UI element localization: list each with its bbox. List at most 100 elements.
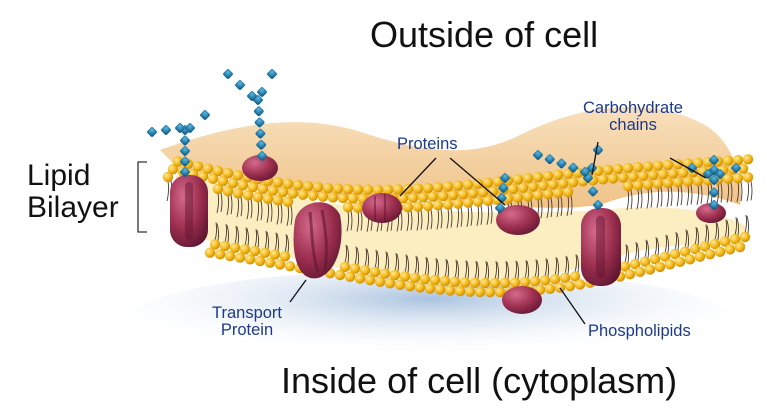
phospholipid-head-icon <box>212 165 224 177</box>
fatty-acid-tail <box>226 224 230 243</box>
fatty-acid-tail <box>470 206 473 226</box>
phospholipid-head-icon <box>202 163 214 174</box>
phospholipid-head-icon <box>547 179 559 190</box>
phospholipid-head-icon <box>282 196 294 208</box>
sugar-unit-icon <box>255 128 266 139</box>
fatty-acid-tail <box>656 187 660 208</box>
phospholipid-head-icon <box>722 173 734 184</box>
phospholipid-head-icon <box>449 276 461 287</box>
fatty-acid-tail <box>256 200 260 222</box>
phospholipid-head-icon <box>339 261 351 273</box>
phospholipid-head-icon <box>657 169 669 180</box>
fatty-acid-tail <box>656 238 660 256</box>
fatty-acid-tail <box>736 181 740 203</box>
phospholipid-head-icon <box>427 191 439 202</box>
phospholipid-head-icon <box>662 177 674 189</box>
lipid-bilayer-label-line-2: Bilayer <box>27 190 119 224</box>
fatty-acid-tail <box>264 230 268 249</box>
phospholipid-head-icon <box>369 266 381 278</box>
phospholipid-head-icon <box>392 184 404 195</box>
sugar-unit-icon <box>247 91 257 101</box>
fatty-acid-tail <box>690 185 693 205</box>
fatty-acid-tail <box>576 255 580 273</box>
phospholipid-head-icon <box>434 284 446 295</box>
phospholipid-head-icon <box>404 280 416 292</box>
fatty-acid-tail <box>526 260 530 279</box>
sugar-unit-icon <box>731 163 741 173</box>
fatty-acid-tail <box>634 241 638 261</box>
inside-of-cell-label: Inside of cell (cytoplasm) <box>281 360 678 401</box>
proteins-label: Proteins <box>397 135 458 153</box>
phospholipid-head-icon <box>272 177 284 188</box>
phospholipid-head-icon <box>499 277 511 289</box>
fatty-acid-tail <box>564 255 568 274</box>
phospholipid-head-icon <box>552 187 564 199</box>
carbohydrate-chain-icon <box>495 173 510 213</box>
phospholipid-head-icon <box>719 236 731 247</box>
fatty-acid-tail <box>640 189 643 209</box>
fatty-acid-tail <box>256 229 260 248</box>
phospholipid-head-icon <box>507 183 519 195</box>
phospholipid-head-icon <box>564 280 576 292</box>
phospholipid-head-icon <box>459 277 471 288</box>
phospholipid-head-icon <box>542 188 554 200</box>
fatty-acid-tail <box>494 261 498 280</box>
fatty-acid-tail <box>424 256 428 276</box>
lipid-bilayer-bracket <box>137 161 147 233</box>
sugar-unit-icon <box>544 154 555 165</box>
fatty-acid-tail <box>230 195 233 215</box>
membrane-proteins <box>170 155 726 314</box>
fatty-acid-tail <box>384 251 388 270</box>
sugar-unit-icon <box>180 135 190 146</box>
fatty-acid-tail <box>430 209 433 230</box>
phospholipid-head-icon <box>622 180 634 192</box>
fatty-acid-tail <box>346 211 350 232</box>
fatty-acid-tail <box>684 229 688 248</box>
fatty-acid-tail <box>670 186 673 207</box>
phospholipid-head-icon <box>667 168 679 179</box>
phospholipid-head-icon <box>714 246 726 257</box>
fatty-acid-tail <box>554 257 558 276</box>
fatty-acid-tail <box>524 259 528 279</box>
fatty-acid-tail <box>546 259 550 277</box>
fatty-acid-tail <box>664 234 668 253</box>
sugar-unit-icon <box>587 163 597 173</box>
phospholipid-head-icon <box>307 190 319 201</box>
phospholipid-head-icon <box>512 174 524 185</box>
phospholipid-head-icon <box>559 272 571 284</box>
phospholipid-head-icon <box>642 161 654 172</box>
fatty-acid-tail <box>706 225 710 243</box>
phospholipid-head-icon <box>384 278 396 289</box>
fatty-acid-tail <box>224 224 228 243</box>
phospholipid-head-icon <box>227 177 239 189</box>
leader-lines <box>289 141 707 325</box>
phospholipid-head-icon <box>549 273 561 285</box>
phospholipid-head-icon <box>207 173 219 184</box>
fatty-acid-tail <box>436 209 440 230</box>
fatty-acid-tail <box>436 258 440 277</box>
phospholipid-head-icon <box>249 245 261 257</box>
phospholipid-head-icon <box>442 199 454 210</box>
fatty-acid-tail <box>414 255 418 274</box>
sugar-unit-icon <box>180 156 190 167</box>
fatty-acid-tail <box>556 196 560 218</box>
fatty-acid-tail <box>456 207 460 228</box>
phospholipid-head-icon <box>399 271 411 282</box>
phospholipid-head-icon <box>212 183 224 195</box>
fatty-acid-tail <box>240 197 243 217</box>
phospholipid-head-icon <box>522 173 534 184</box>
fatty-acid-tail <box>426 209 430 231</box>
phospholipid-head-icon <box>512 192 524 203</box>
phospholipid-head-icon <box>672 176 684 188</box>
phospholipid-head-icon <box>544 283 556 294</box>
phospholipid-head-icon <box>469 277 481 289</box>
fatty-acid-tail <box>536 260 540 278</box>
phospholipid-head-icon <box>659 251 671 262</box>
phospholipid-head-icon <box>722 155 734 166</box>
phospholipid-head-icon <box>442 181 454 192</box>
fatty-acid-tail <box>630 189 633 210</box>
sugar-unit-icon <box>709 200 719 210</box>
fatty-acid-tail <box>286 235 290 253</box>
phospholipid-head-icon <box>444 285 456 296</box>
fatty-acid-tail <box>636 242 640 261</box>
